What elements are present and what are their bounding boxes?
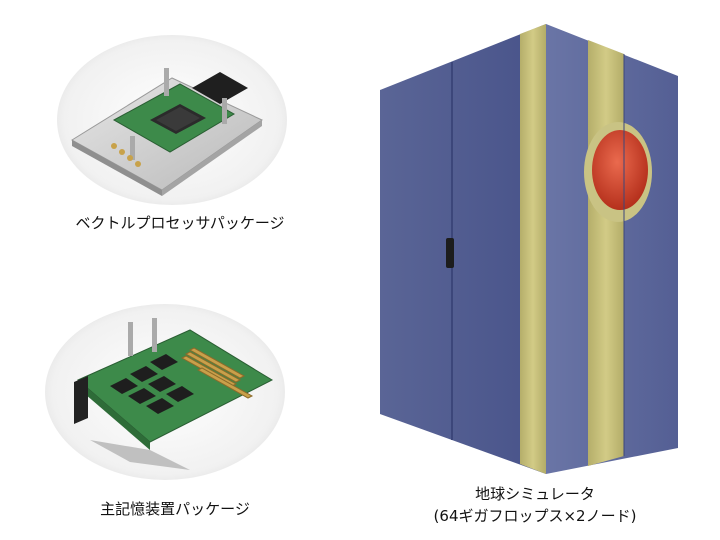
earth-simulator-caption-line2: (64ギガフロップス×2ノード) (433, 507, 637, 525)
vector-processor-package-photo (57, 35, 287, 205)
earth-simulator-cabinet-photo (380, 24, 678, 474)
earth-simulator-caption-line1: 地球シミュレータ (475, 485, 595, 503)
earth-simulator-caption: 地球シミュレータ (64ギガフロップス×2ノード) (410, 483, 660, 527)
main-memory-package-photo (45, 304, 285, 480)
vector-processor-package-caption: ベクトルプロセッサパッケージ (75, 214, 285, 232)
main-memory-package-caption: 主記憶装置パッケージ (100, 500, 250, 518)
